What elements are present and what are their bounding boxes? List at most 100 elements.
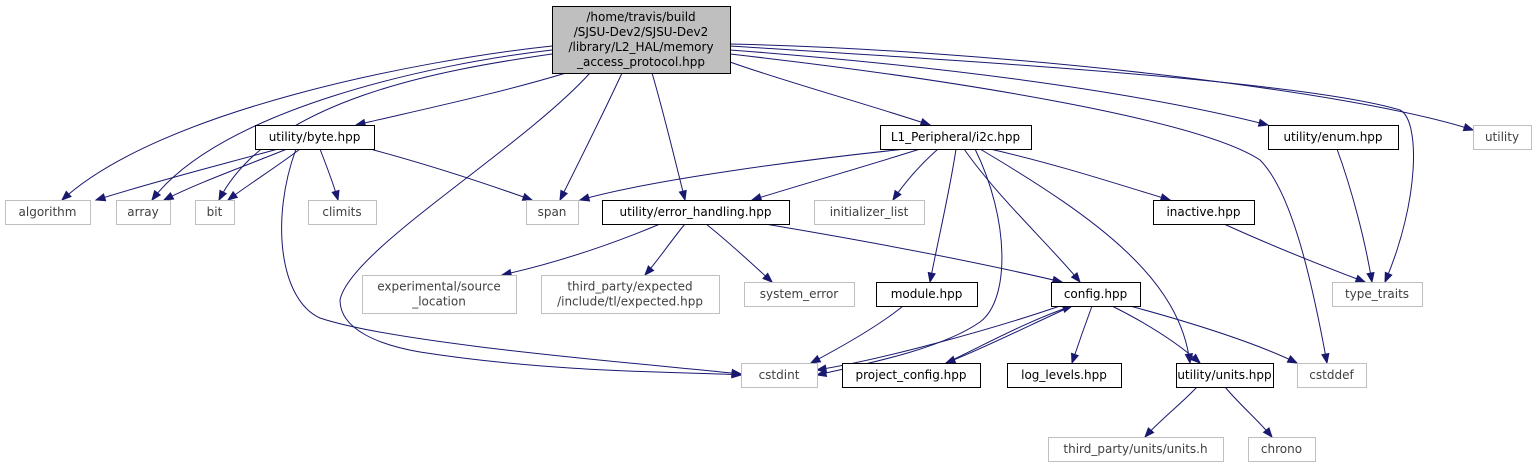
node-box xyxy=(116,200,171,225)
edge-utility_error_handling-to-expected xyxy=(644,223,686,277)
edge-arrowhead xyxy=(1190,353,1202,364)
node-box xyxy=(1268,125,1399,150)
node-units-h: third_party/units/units.h xyxy=(1048,437,1224,462)
edge-l1_i2c-to-config xyxy=(963,148,1081,284)
node-label: project_config.hpp xyxy=(855,368,966,382)
edge-arrowhead xyxy=(750,193,763,202)
edge-arrowhead xyxy=(927,271,936,284)
node-utility-enum[interactable]: utility/enum.hpp xyxy=(1268,125,1399,150)
edge-line xyxy=(929,148,957,283)
node-initializer-list: initializer_list xyxy=(814,200,925,225)
node-label: third_party/units/units.h xyxy=(1063,442,1207,456)
edge-line xyxy=(945,305,1073,364)
node-source-location: experimental/source_location xyxy=(362,275,517,314)
edge-root-to-type_traits xyxy=(729,45,1415,284)
edge-arrowhead xyxy=(1257,118,1270,127)
edge-utility_error_handling-to-config xyxy=(764,223,1064,284)
edge-line xyxy=(559,72,623,201)
edge-line xyxy=(1336,148,1373,283)
edge-utility_byte-to-cstdint xyxy=(281,148,743,378)
node-label: system_error xyxy=(760,287,839,301)
edge-root-to-utility_error_handling xyxy=(651,72,687,202)
edge-l1_i2c-to-initializer_list xyxy=(892,148,939,202)
node-box xyxy=(1153,200,1255,225)
edge-root-to-cstdint xyxy=(339,72,743,379)
node-label: /home/travis/build xyxy=(586,10,695,24)
node-label: _access_protocol.hpp xyxy=(576,55,705,69)
node-span: span xyxy=(526,200,579,225)
edge-arrowhead xyxy=(559,189,569,202)
edge-arrowhead xyxy=(815,364,828,373)
edge-line xyxy=(1129,305,1298,364)
edge-arrowhead xyxy=(678,189,687,202)
edge-root-to-algorithm xyxy=(60,45,553,201)
node-box xyxy=(1473,125,1532,150)
edge-arrowhead xyxy=(919,117,932,127)
edge-utility_error_handling-to-system_error xyxy=(705,223,774,283)
node-l1-i2c[interactable]: L1_Peripheral/i2c.hpp xyxy=(880,125,1032,150)
node-box xyxy=(308,200,377,225)
node-label: utility/enum.hpp xyxy=(1283,130,1382,144)
node-label: utility/units.hpp xyxy=(1177,368,1271,382)
edge-root-to-l1_i2c xyxy=(729,61,932,127)
edge-l1_i2c-to-module xyxy=(927,148,957,284)
edge-arrowhead xyxy=(151,189,162,202)
node-box xyxy=(526,200,579,225)
node-label: bit xyxy=(207,205,223,219)
node-label: /library/L2_HAL/memory xyxy=(568,40,713,54)
node-label: utility/error_handling.hpp xyxy=(620,205,772,219)
edge-root-to-utility_enum xyxy=(729,49,1270,127)
node-config[interactable]: config.hpp xyxy=(1051,282,1141,307)
node-box xyxy=(1176,363,1274,388)
edge-line xyxy=(369,148,533,201)
node-label: utility/byte.hpp xyxy=(269,130,361,144)
node-cstddef: cstddef xyxy=(1297,363,1367,388)
edge-line xyxy=(1144,386,1198,438)
edge-arrowhead xyxy=(1070,271,1081,284)
edge-line xyxy=(729,53,1328,364)
node-project-config[interactable]: project_config.hpp xyxy=(842,363,981,388)
edge-root-to-bit xyxy=(218,53,553,202)
node-log-levels[interactable]: log_levels.hpp xyxy=(1007,363,1122,388)
node-box xyxy=(1297,363,1367,388)
edge-line xyxy=(892,148,939,201)
edge-line xyxy=(355,72,567,126)
edge-line xyxy=(281,148,742,375)
edge-arrowhead xyxy=(94,193,107,202)
node-label: utility xyxy=(1485,130,1519,144)
node-label: config.hpp xyxy=(1064,287,1127,301)
nodes-layer: /home/travis/build/SJSU-Dev2/SJSU-Dev2/l… xyxy=(5,6,1532,462)
edge-arrowhead xyxy=(809,354,822,364)
edge-line xyxy=(979,148,1191,364)
node-climits: climits xyxy=(308,200,377,225)
edge-arrowhead xyxy=(162,191,175,201)
edge-line xyxy=(227,148,301,201)
edge-utility_byte-to-bit xyxy=(226,148,301,201)
node-module[interactable]: module.hpp xyxy=(876,282,978,307)
node-label: climits xyxy=(322,205,361,219)
node-utility-byte[interactable]: utility/byte.hpp xyxy=(255,125,375,150)
edge-arrowhead xyxy=(892,189,902,202)
edge-line xyxy=(163,148,288,201)
edge-config-to-project_config xyxy=(944,305,1073,364)
node-box xyxy=(362,275,517,314)
edge-config-to-units xyxy=(1111,305,1202,364)
edge-line xyxy=(644,223,686,276)
edge-line xyxy=(579,148,907,201)
edge-line xyxy=(816,148,1003,376)
edge-utility_byte-to-algorithm xyxy=(94,148,279,202)
node-utility-error-handling[interactable]: utility/error_handling.hpp xyxy=(602,200,790,225)
node-inactive[interactable]: inactive.hpp xyxy=(1153,200,1255,225)
node-box xyxy=(842,363,981,388)
edge-line xyxy=(989,148,1171,201)
edge-line xyxy=(729,45,1415,283)
node-units[interactable]: utility/units.hpp xyxy=(1176,363,1274,388)
node-label: span xyxy=(538,205,567,219)
node-label: L1_Peripheral/i2c.hpp xyxy=(891,130,1020,144)
node-box xyxy=(541,275,720,314)
node-label: log_levels.hpp xyxy=(1021,368,1107,382)
edge-arrowhead xyxy=(1159,193,1172,202)
node-box xyxy=(880,125,1032,150)
edge-arrowhead xyxy=(1286,355,1299,364)
